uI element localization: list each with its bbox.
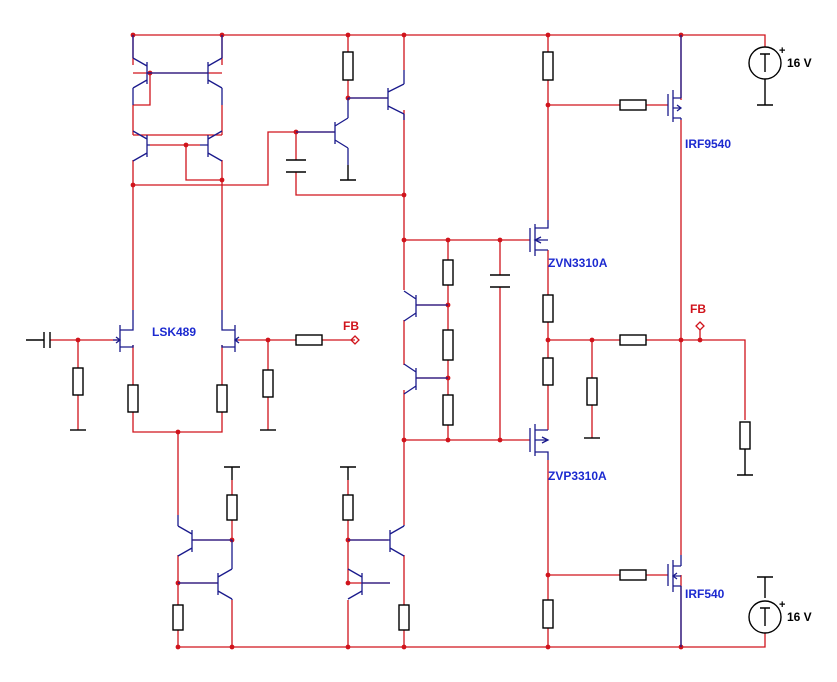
jfet-pair xyxy=(113,310,240,352)
positive-supply-source xyxy=(748,46,782,82)
transistor xyxy=(296,98,349,165)
transistor xyxy=(403,290,448,322)
positive-supply-value: 16 V xyxy=(787,56,812,70)
transistor xyxy=(347,568,390,600)
resistor xyxy=(216,384,228,413)
fb-probes xyxy=(350,321,705,345)
junction-dots xyxy=(75,32,703,650)
transistor xyxy=(132,35,150,105)
irf540-label: IRF540 xyxy=(685,587,725,601)
transistor xyxy=(177,515,232,557)
resistor xyxy=(619,334,647,346)
transistor xyxy=(348,525,405,557)
bias-capacitor xyxy=(490,274,510,288)
negative-supply-value: 16 V xyxy=(787,610,812,624)
zvn3310a-label: ZVN3310A xyxy=(548,256,608,270)
zvp3310a-label: ZVP3310A xyxy=(548,469,607,483)
resistor xyxy=(172,604,184,631)
zvn3310a-mosfet xyxy=(529,220,549,256)
resistor xyxy=(619,99,647,111)
labels: LSK489 IRF9540 ZVN3310A ZVP3310A IRF540 … xyxy=(152,45,812,624)
resistor xyxy=(542,357,554,386)
zvp3310a-mosfet xyxy=(529,424,550,460)
resistor xyxy=(398,604,410,631)
resistor xyxy=(586,377,598,406)
resistor xyxy=(619,569,647,581)
mosfets xyxy=(529,35,683,647)
capacitors xyxy=(26,159,510,348)
negative-supply-source xyxy=(748,600,782,634)
resistor xyxy=(442,394,454,426)
transistor xyxy=(348,70,405,120)
miller-capacitor xyxy=(286,159,306,173)
transistor xyxy=(150,35,223,105)
resistor xyxy=(72,367,84,396)
negative-supply-plus: + xyxy=(779,599,785,611)
resistor xyxy=(542,294,554,323)
bjt-transistors xyxy=(132,35,448,600)
fb-output-label: FB xyxy=(690,302,706,316)
wires xyxy=(50,34,766,648)
resistor xyxy=(295,334,323,346)
irf9540-label: IRF9540 xyxy=(685,137,731,151)
transistor xyxy=(178,540,233,600)
transistor xyxy=(200,130,223,162)
transistor xyxy=(132,130,150,162)
resistor xyxy=(739,421,751,450)
resistors xyxy=(72,51,751,631)
positive-supply-plus: + xyxy=(779,45,785,57)
resistor xyxy=(127,384,139,413)
irf540-mosfet xyxy=(667,555,682,647)
resistor xyxy=(342,494,354,521)
resistor xyxy=(542,599,554,629)
resistor xyxy=(442,329,454,361)
irf9540-mosfet xyxy=(667,35,683,122)
fb-input-label: FB xyxy=(343,319,359,333)
resistor xyxy=(542,51,554,81)
lsk489-label: LSK489 xyxy=(152,325,196,339)
transistor xyxy=(403,363,448,395)
grounds xyxy=(70,82,773,598)
resistor xyxy=(262,369,274,398)
resistor xyxy=(442,259,454,286)
resistor xyxy=(226,494,238,521)
resistor xyxy=(342,51,354,81)
input-capacitor xyxy=(26,332,51,348)
